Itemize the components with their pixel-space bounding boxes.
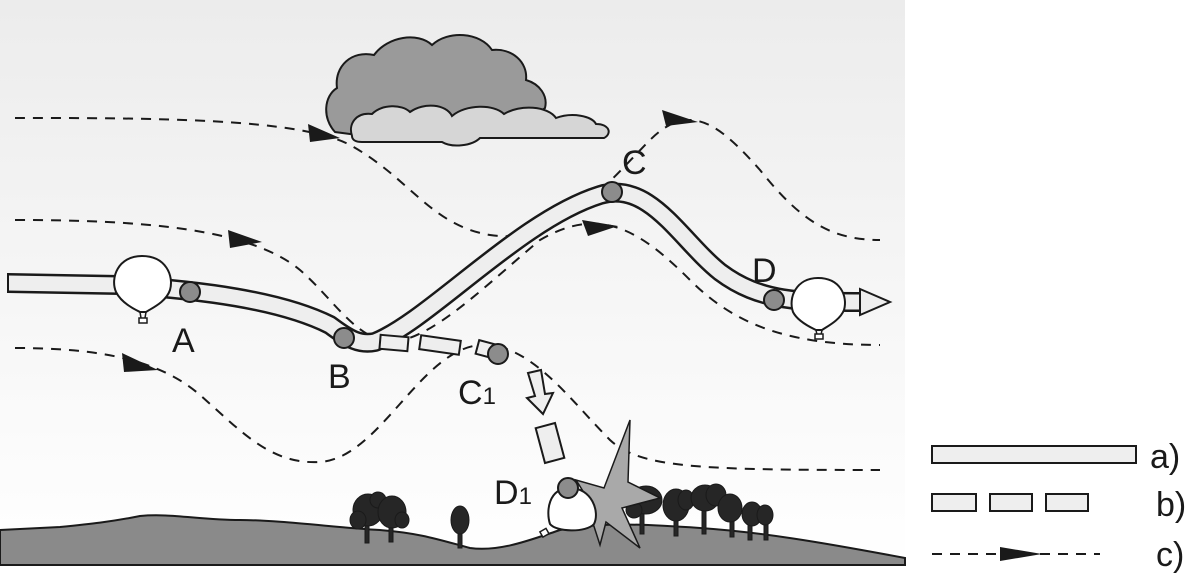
legend-swatch-solid-track (931, 445, 1137, 464)
tree-icon (717, 493, 743, 538)
arrow-head-icon (228, 230, 262, 248)
tree-icon (756, 504, 774, 541)
legend-swatch-dashed-segment (1045, 493, 1089, 512)
descent-segment (378, 333, 410, 353)
point-c1-letter: C (458, 374, 483, 412)
streamline-lower (14, 343, 881, 471)
tree-icon (377, 495, 410, 543)
arrow-head-icon (662, 110, 698, 126)
point-c-marker (601, 181, 623, 203)
point-a-marker (179, 281, 201, 303)
arrow-head-icon (582, 220, 618, 236)
point-d1-subscript: 1 (519, 483, 532, 510)
tree-icon (450, 505, 470, 549)
streamline-arrows (122, 110, 698, 372)
arrow-head-icon (122, 353, 158, 372)
descent-track (378, 333, 566, 465)
point-a-label: A (172, 322, 195, 360)
point-d1-letter: D (494, 474, 519, 512)
legend-item-c: c) (932, 536, 1184, 574)
point-c1-label: C1 (458, 374, 496, 412)
legend-item-a: a) (931, 438, 1180, 476)
legend-item-b (931, 493, 1089, 512)
legend-label-a: a) (1150, 438, 1180, 476)
legend: a) b) c) (931, 438, 1186, 574)
legend-swatch-dashed-segment (931, 493, 977, 512)
descent-segment (534, 421, 566, 465)
point-c1-subscript: 1 (483, 383, 496, 410)
balloon-end-icon (790, 276, 846, 340)
descent-segment (418, 334, 462, 356)
legend-label-c: c) (1156, 536, 1184, 574)
balloon-start-icon (113, 254, 172, 324)
track-arrow-head-icon (859, 287, 893, 317)
arrow-head-icon (308, 124, 340, 142)
descent-arrow-icon (525, 368, 555, 416)
cloud-icon (325, 33, 610, 147)
point-b-marker (333, 327, 355, 349)
tree-icon (741, 501, 763, 541)
tree-icon (349, 491, 387, 544)
legend-label-b: b) (1156, 486, 1186, 524)
point-d-label: D (752, 252, 777, 290)
point-c1-marker (487, 343, 509, 365)
point-b-label: B (328, 358, 351, 396)
trees (349, 483, 774, 549)
arrow-head-icon (1000, 547, 1042, 561)
point-d-marker (763, 289, 785, 311)
point-d1-label: D1 (494, 474, 532, 512)
points (179, 181, 785, 499)
point-d1-marker (557, 477, 579, 499)
point-c-label: C (622, 144, 647, 182)
tree-icon (662, 488, 695, 537)
legend-swatch-dashed-segment (989, 493, 1033, 512)
tree-icon (690, 483, 727, 535)
balloon-track (7, 182, 893, 353)
crashed-balloon-icon (538, 486, 597, 539)
